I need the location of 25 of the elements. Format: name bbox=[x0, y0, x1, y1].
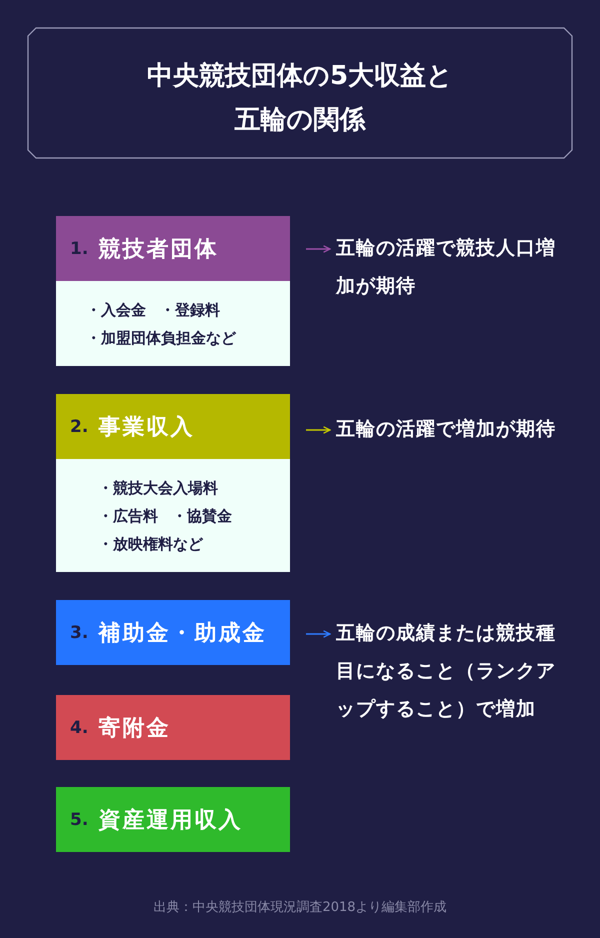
effect-note: 五輪の活躍で増加が期待 bbox=[336, 410, 566, 448]
arrow bbox=[306, 245, 331, 253]
detail-item: ・加盟団体負担金など bbox=[86, 328, 236, 348]
detail-item: ・競技大会入場料 bbox=[98, 478, 218, 498]
title: 中央競技団体の5大収益と五輪の関係 bbox=[146, 60, 454, 137]
category-name: 寄附金 bbox=[98, 714, 170, 742]
arrow bbox=[306, 426, 331, 434]
detail-item: ・協賛金 bbox=[172, 506, 232, 526]
item-number: 1. bbox=[70, 238, 88, 258]
item-number: 3. bbox=[70, 622, 88, 642]
item-number: 2. bbox=[70, 416, 88, 436]
category-name: 競技者団体 bbox=[98, 236, 218, 264]
category-name: 補助金・助成金 bbox=[98, 620, 266, 648]
detail-item: ・入会金 bbox=[86, 300, 146, 320]
arrow bbox=[306, 630, 331, 638]
category-name: 事業収入 bbox=[98, 414, 194, 442]
detail-item: ・登録料 bbox=[160, 300, 220, 320]
effect-note: 五輪の成績または競技種目になること（ランクアップすること）で増加 bbox=[336, 614, 568, 728]
detail-item: ・放映権料など bbox=[98, 534, 203, 554]
source-caption: 出典：中央競技団体現況調査2018より編集部作成 bbox=[152, 899, 448, 916]
item-number: 4. bbox=[70, 718, 88, 738]
item-number: 5. bbox=[70, 810, 88, 830]
category-name: 資産運用収入 bbox=[98, 806, 242, 834]
effect-note: 五輪の活躍で競技人口増加が期待 bbox=[336, 229, 566, 305]
detail-item: ・広告料 bbox=[98, 506, 158, 526]
